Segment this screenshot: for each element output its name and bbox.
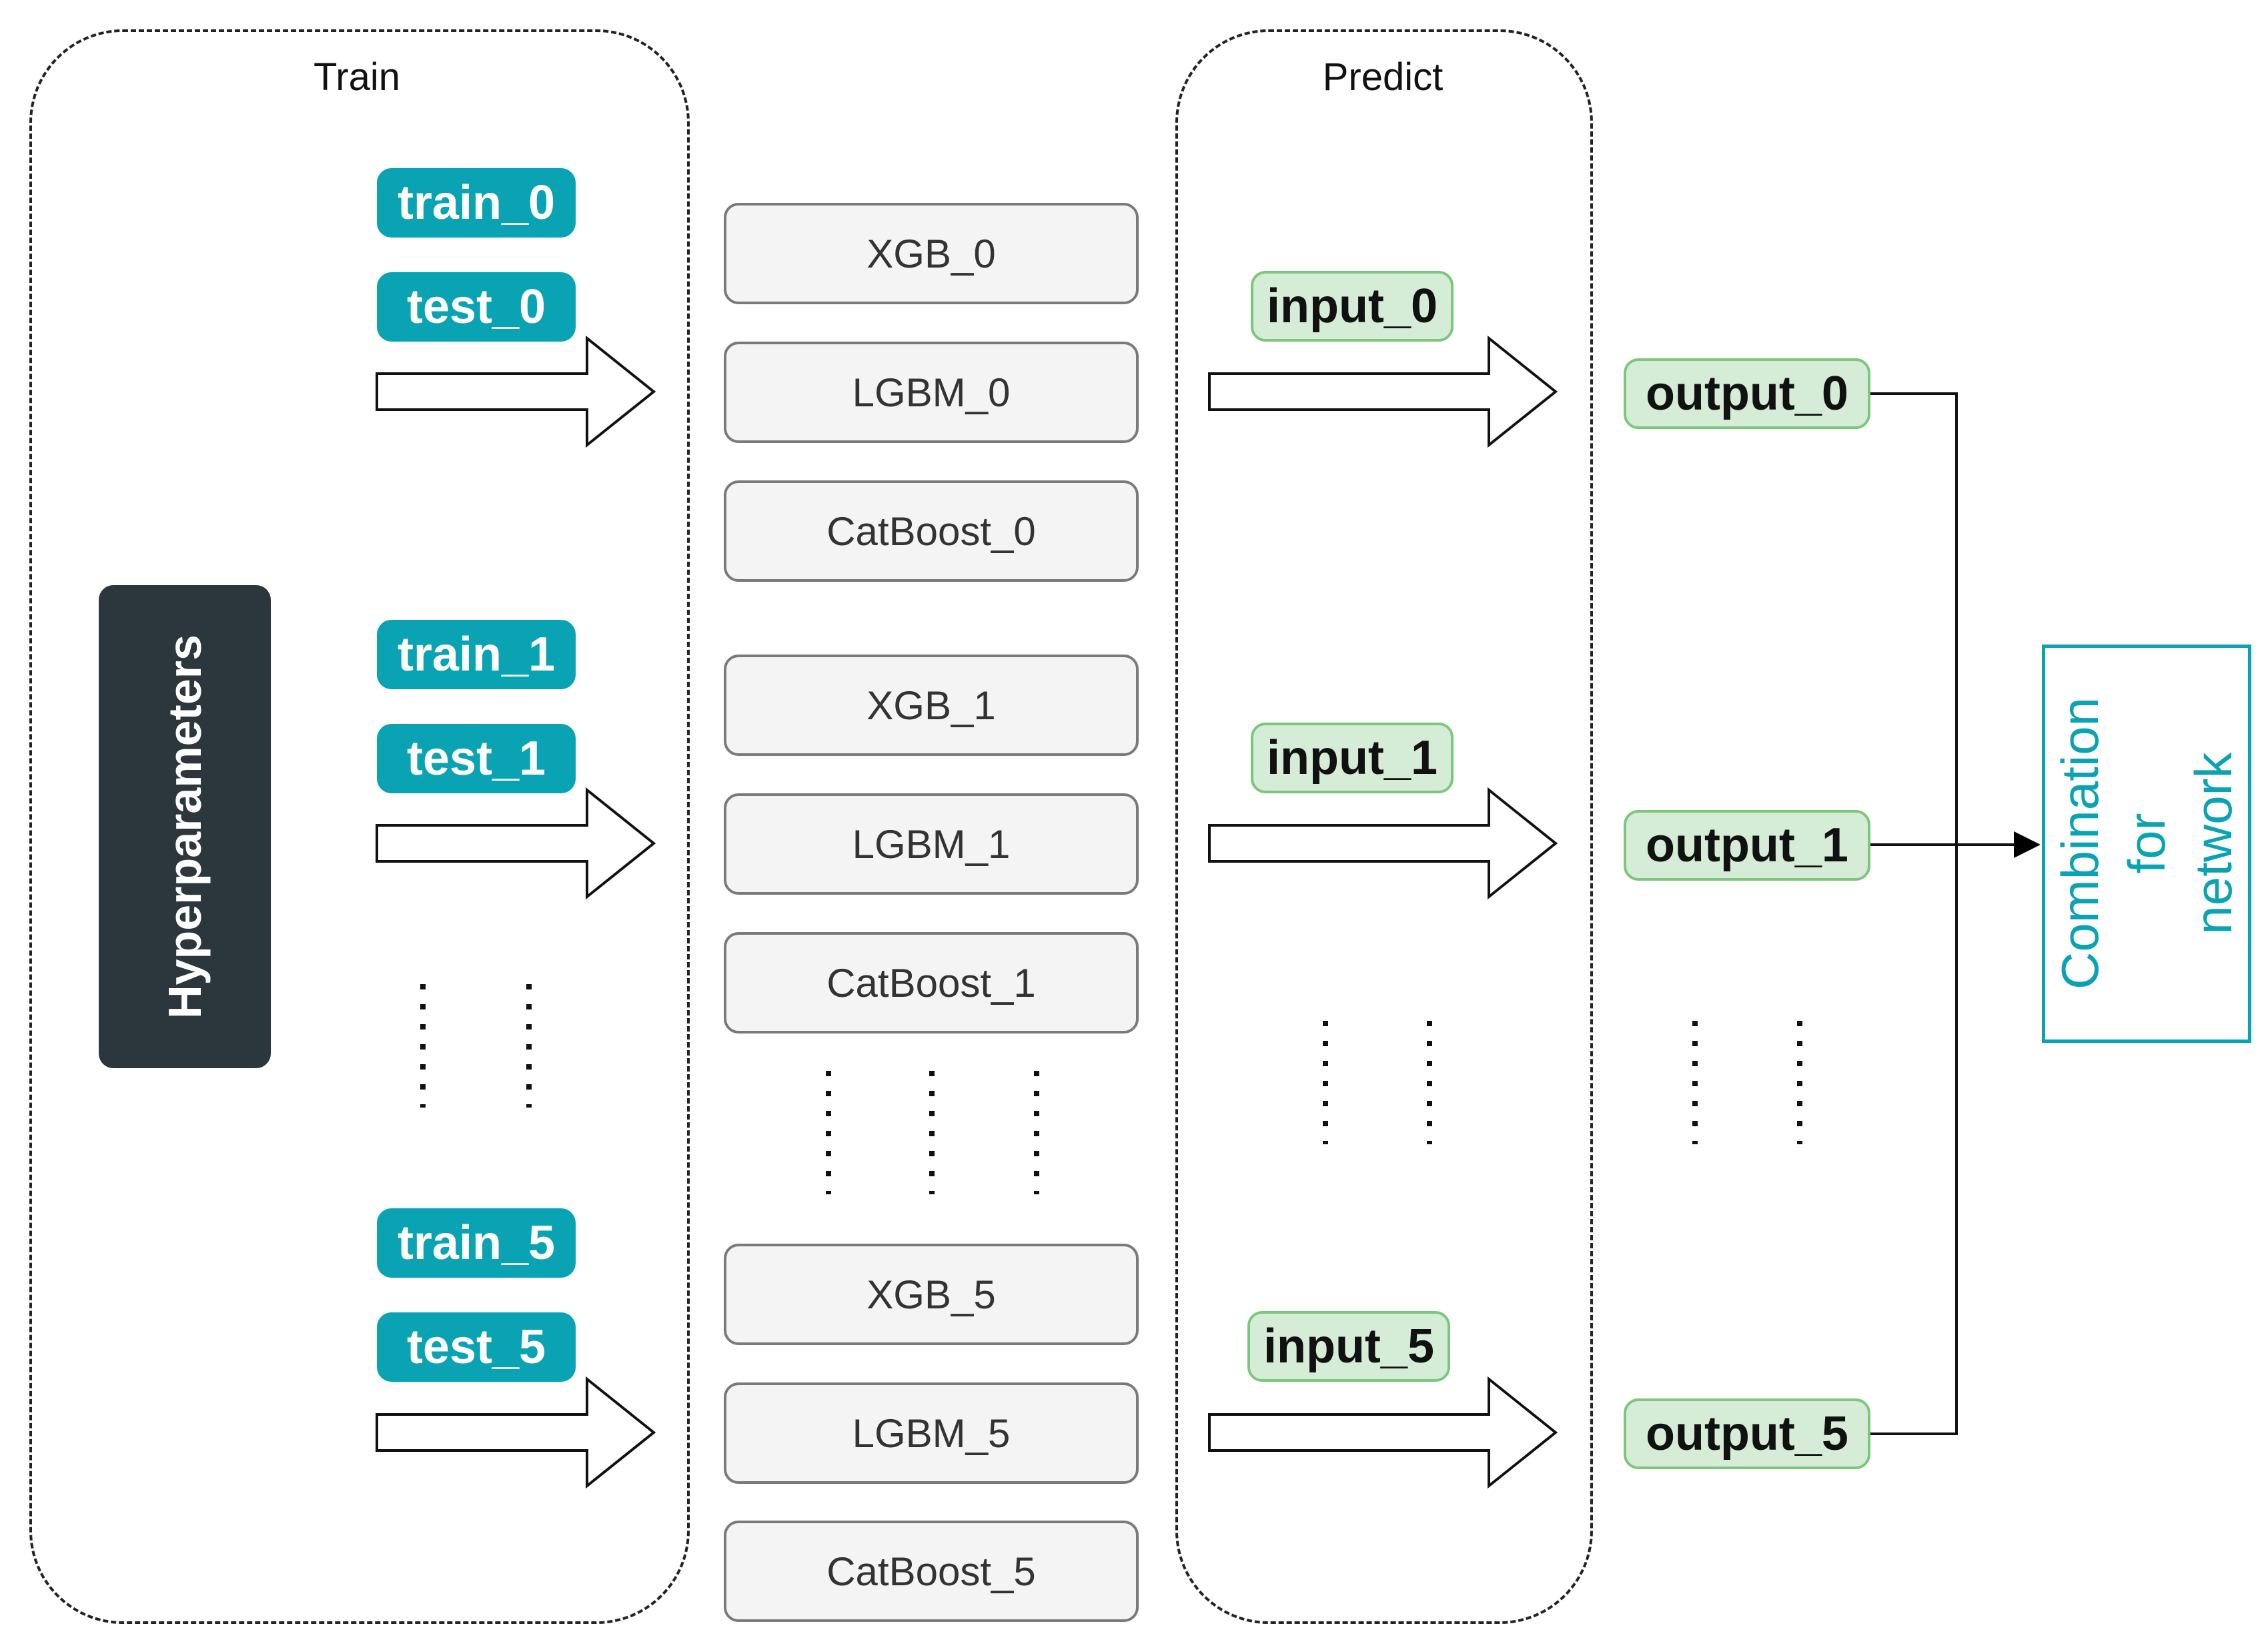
hyperparameters-box [99,585,271,1068]
predict-arrow-5 [1208,1376,1558,1489]
model-box: CatBoost_1 [724,932,1139,1034]
model-box: LGBM_0 [724,342,1139,443]
test-tag: test_5 [377,1312,576,1382]
train-tag: train_5 [377,1208,576,1278]
model-box: LGBM_5 [724,1382,1139,1484]
predict-arrow-1 [1208,787,1558,900]
predict-group [1175,29,1593,1624]
model-box: CatBoost_0 [724,480,1139,582]
train-arrow-0 [376,335,656,448]
output-connectors [1870,392,2041,1435]
model-box: XGB_1 [724,655,1139,756]
output-tag: output_0 [1624,358,1870,429]
train-tag: train_1 [377,620,576,689]
test-tag: test_0 [377,272,576,342]
combination-box [2042,645,2251,1043]
input-tag: input_0 [1251,271,1454,342]
predict-group-title: Predict [1322,55,1444,99]
model-box: XGB_5 [724,1244,1139,1345]
train-arrow-5 [376,1376,656,1489]
model-box: LGBM_1 [724,793,1139,895]
test-tag: test_1 [377,724,576,793]
train-group-title: Train [314,55,400,99]
model-box: XGB_0 [724,203,1139,304]
train-tag: train_0 [377,168,576,238]
output-tag: output_1 [1624,810,1870,881]
output-tag: output_5 [1624,1398,1870,1469]
model-box: CatBoost_5 [724,1521,1139,1622]
train-group [29,29,690,1624]
predict-arrow-0 [1208,335,1558,448]
input-tag: input_5 [1247,1311,1450,1382]
ellipsis-dots [420,984,1802,1194]
input-tag: input_1 [1251,723,1454,793]
train-arrow-1 [376,787,656,900]
